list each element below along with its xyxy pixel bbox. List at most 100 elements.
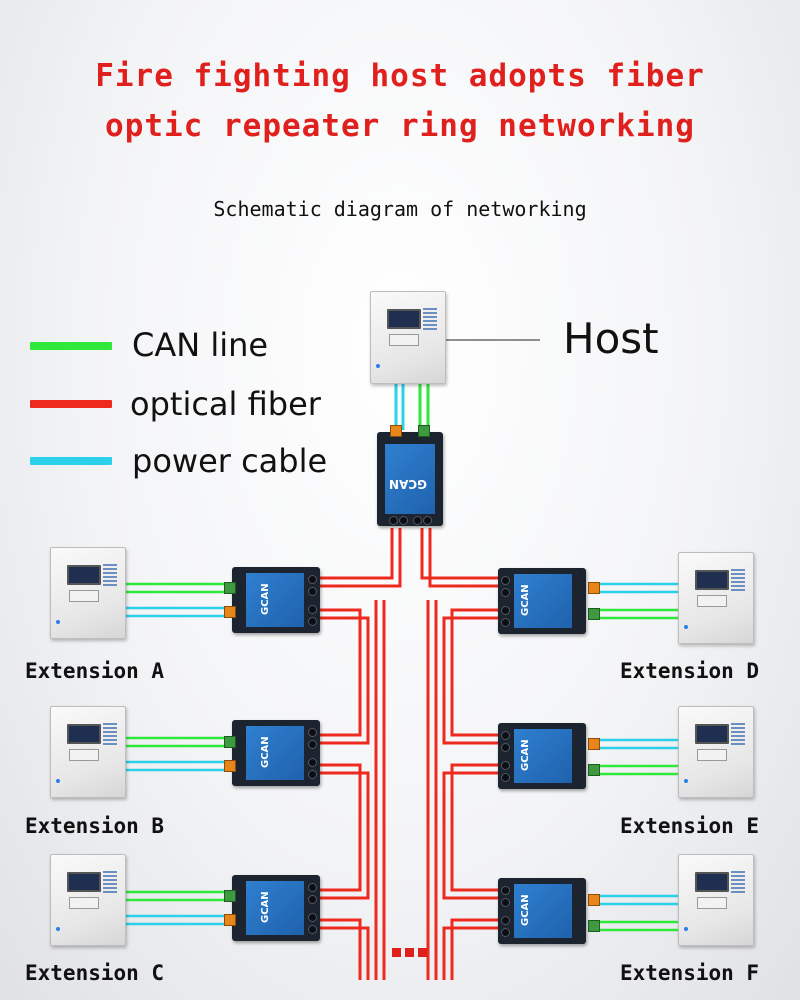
fiber-port	[308, 617, 317, 626]
led-indicator	[56, 927, 60, 931]
led-indicator	[684, 625, 688, 629]
fiber-converter-e: GCAN	[498, 723, 586, 789]
screen-icon	[67, 565, 101, 585]
terminal-block	[224, 914, 236, 926]
title-line-2: optic repeater ring networking	[105, 108, 695, 144]
converter-brand: GCAN	[520, 584, 531, 616]
converter-face	[514, 884, 572, 938]
converter-brand: GCAN	[520, 739, 531, 771]
fiber-port	[501, 761, 510, 770]
fiber-trunk-right	[420, 528, 498, 980]
keypad-icon	[423, 308, 437, 330]
fiber-port	[308, 895, 317, 904]
extension-panel-f	[678, 854, 754, 946]
led-indicator	[56, 620, 60, 624]
fiber-port	[501, 928, 510, 937]
printer-slot	[69, 590, 99, 602]
converter-face	[246, 881, 304, 935]
printer-slot	[389, 334, 419, 346]
terminal-block	[588, 764, 600, 776]
terminal-block	[418, 425, 430, 437]
screen-icon	[387, 309, 421, 329]
legend-label-can: CAN line	[132, 326, 269, 364]
extension-label-f: Extension F	[620, 961, 760, 985]
printer-slot	[697, 897, 727, 909]
keypad-icon	[103, 564, 117, 586]
printer-slot	[69, 749, 99, 761]
fiber-port	[389, 516, 398, 525]
keypad-icon	[103, 723, 117, 745]
fiber-port	[413, 516, 422, 525]
keypad-icon	[103, 871, 117, 893]
fiber-port	[308, 575, 317, 584]
fiber-port	[308, 728, 317, 737]
extension-panel-d	[678, 552, 754, 644]
extension-label-a: Extension A	[25, 659, 165, 683]
legend-swatch-can	[30, 342, 112, 350]
fiber-converter-c: GCAN	[232, 875, 320, 941]
legend-label-power: power cable	[132, 442, 328, 480]
extension-panel-a	[50, 547, 126, 639]
continuation-ellipsis	[392, 942, 431, 961]
terminal-block	[224, 582, 236, 594]
fiber-trunk-left	[320, 528, 402, 980]
terminal-block	[390, 425, 402, 437]
fiber-port	[308, 758, 317, 767]
extension-panel-e	[678, 706, 754, 798]
ellipsis-dot	[392, 948, 401, 957]
subtitle: Schematic diagram of networking	[213, 197, 587, 221]
fiber-port	[501, 886, 510, 895]
converter-brand: GCAN	[260, 891, 271, 923]
fiber-port	[501, 588, 510, 597]
terminal-block	[224, 890, 236, 902]
fiber-port	[501, 576, 510, 585]
ellipsis-dot	[405, 948, 414, 957]
extension-panel-c	[50, 854, 126, 946]
extension-panel-b	[50, 706, 126, 798]
terminal-block	[588, 582, 600, 594]
led-indicator	[684, 927, 688, 931]
fiber-port	[308, 913, 317, 922]
screen-icon	[67, 872, 101, 892]
terminal-block	[224, 736, 236, 748]
fiber-port	[423, 516, 432, 525]
converter-brand: GCAN	[260, 583, 271, 615]
fiber-port	[399, 516, 408, 525]
fiber-port	[501, 606, 510, 615]
keypad-icon	[731, 569, 745, 591]
host-fiber-converter: GCAN	[377, 432, 443, 526]
keypad-icon	[731, 871, 745, 893]
led-indicator	[684, 779, 688, 783]
legend-swatch-fiber	[30, 400, 112, 408]
fiber-port	[501, 731, 510, 740]
printer-slot	[697, 595, 727, 607]
fiber-port	[501, 773, 510, 782]
fiber-port	[308, 740, 317, 749]
fiber-port	[501, 618, 510, 627]
screen-icon	[695, 872, 729, 892]
legend-label-fiber: optical fiber	[130, 385, 321, 423]
converter-brand: GCAN	[260, 736, 271, 768]
terminal-block	[588, 608, 600, 620]
extension-label-c: Extension C	[25, 961, 165, 985]
screen-icon	[695, 570, 729, 590]
terminal-block	[224, 606, 236, 618]
fiber-converter-a: GCAN	[232, 567, 320, 633]
host-panel	[370, 291, 446, 384]
led-indicator	[56, 779, 60, 783]
screen-icon	[695, 724, 729, 744]
host-cables	[394, 382, 430, 430]
terminal-block	[224, 760, 236, 772]
keypad-icon	[731, 723, 745, 745]
converter-face	[246, 726, 304, 780]
fiber-port	[308, 925, 317, 934]
fiber-port	[501, 743, 510, 752]
terminal-block	[588, 738, 600, 750]
converter-brand: GCAN	[389, 477, 427, 491]
led-indicator	[376, 364, 380, 368]
fiber-converter-f: GCAN	[498, 878, 586, 944]
host-label: Host	[563, 314, 659, 363]
ellipsis-dot	[418, 948, 427, 957]
fiber-port	[308, 587, 317, 596]
fiber-converter-b: GCAN	[232, 720, 320, 786]
